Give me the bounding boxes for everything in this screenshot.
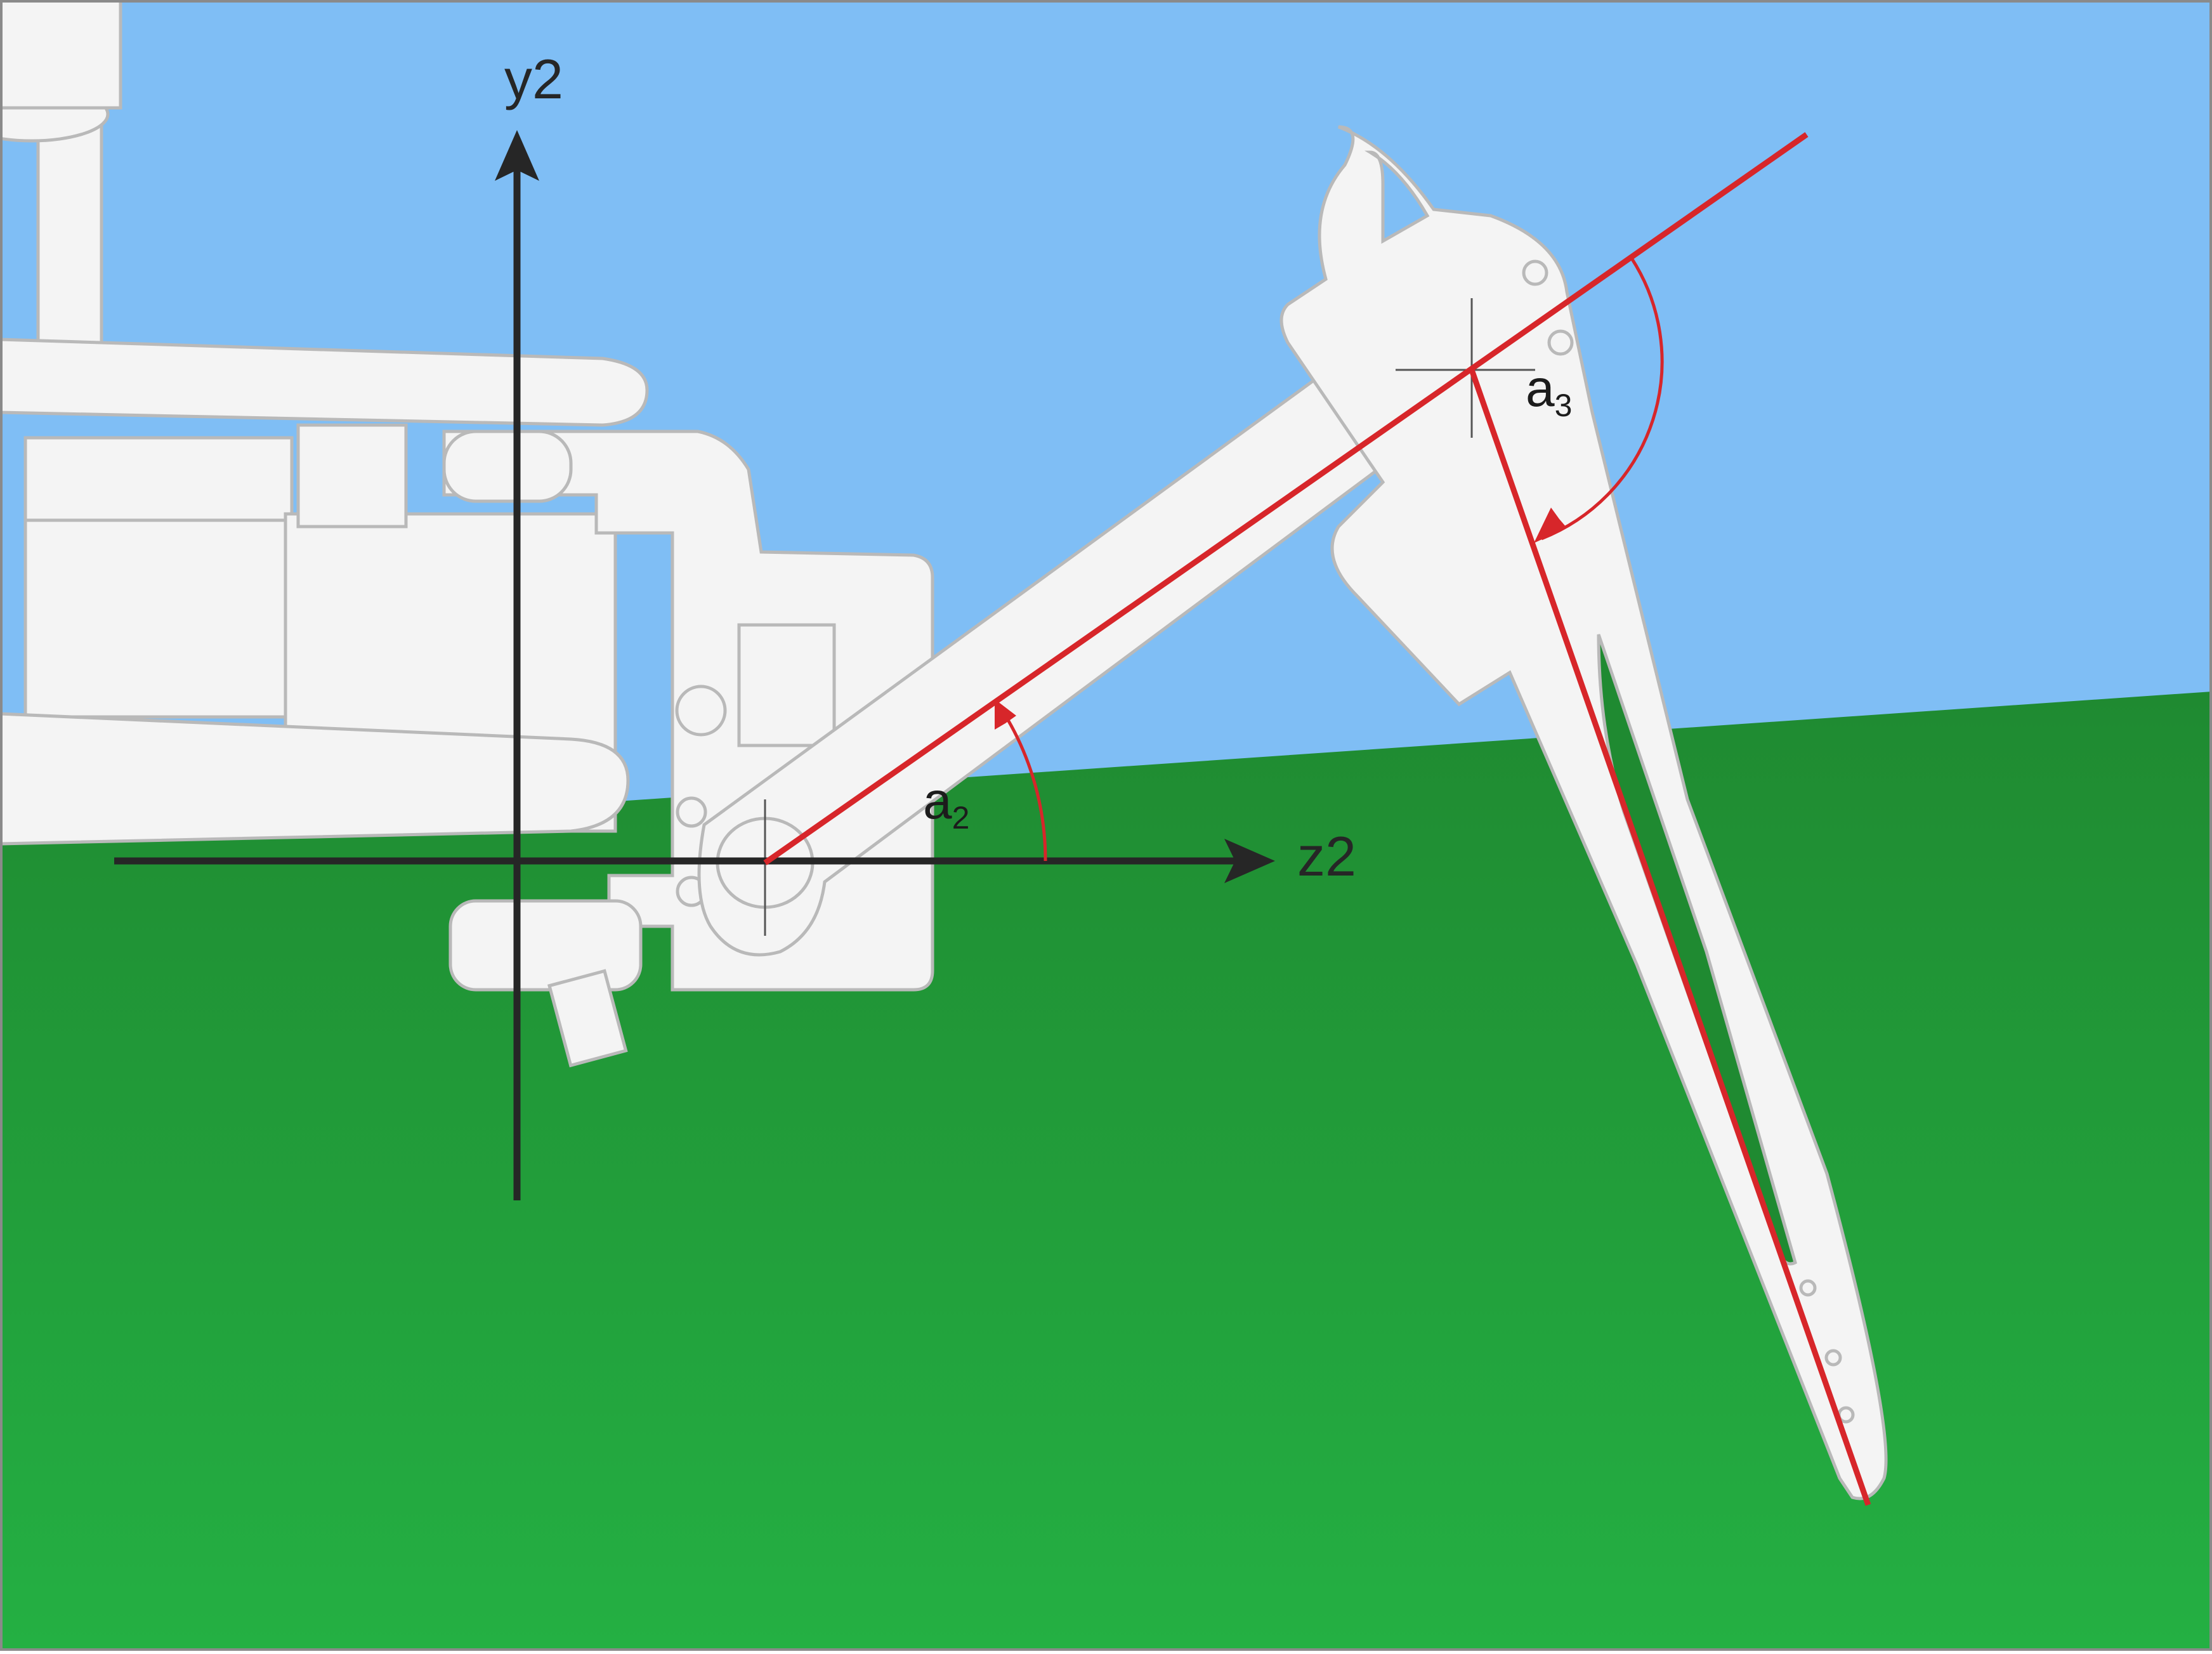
- angle-a2-label: a2: [923, 772, 969, 836]
- y2-axis-arrowhead: [495, 130, 539, 181]
- y2-axis-label: y2: [504, 48, 563, 110]
- angle-a3-arc: [1541, 257, 1664, 541]
- angle-a3-label: a3: [1526, 360, 1572, 423]
- z2-axis-arrowhead: [1224, 839, 1275, 883]
- angle-a2-arrowhead: [995, 699, 1016, 730]
- z2-axis-label: z2: [1297, 825, 1356, 888]
- angle-a3-arrowhead: [1534, 508, 1567, 543]
- robot-body: [0, 0, 934, 1068]
- tibia-centerline: [1469, 369, 1871, 1506]
- tibia-link: [1279, 125, 1888, 1500]
- femur-centerline: [763, 132, 1809, 865]
